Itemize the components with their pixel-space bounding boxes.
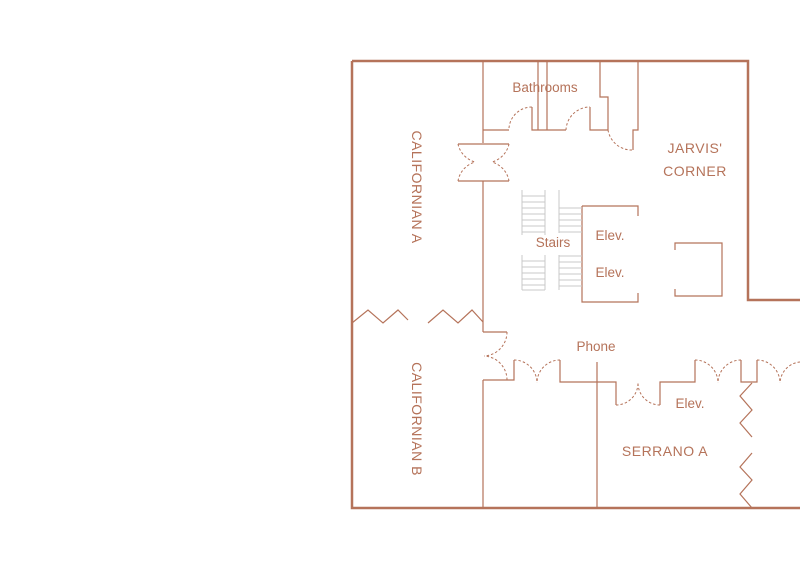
label-jarvis-line2: CORNER xyxy=(663,163,727,179)
doors xyxy=(457,106,800,406)
label-californian-b: CALIFORNIAN B xyxy=(409,362,425,476)
label-californian-a: CALIFORNIAN A xyxy=(409,130,425,243)
label-elevator-1: Elev. xyxy=(595,228,624,243)
outer-walls xyxy=(350,59,800,510)
label-serrano-a: SERRANO A xyxy=(622,443,708,459)
label-jarvis-line1: JARVIS' xyxy=(668,140,723,156)
stairs-icon xyxy=(521,190,582,291)
label-elevator-3: Elev. xyxy=(675,396,704,411)
label-stairs: Stairs xyxy=(536,235,571,250)
label-elevator-2: Elev. xyxy=(595,265,624,280)
interior-walls xyxy=(351,61,758,509)
label-bathrooms: Bathrooms xyxy=(512,80,578,95)
label-phone: Phone xyxy=(576,339,615,354)
